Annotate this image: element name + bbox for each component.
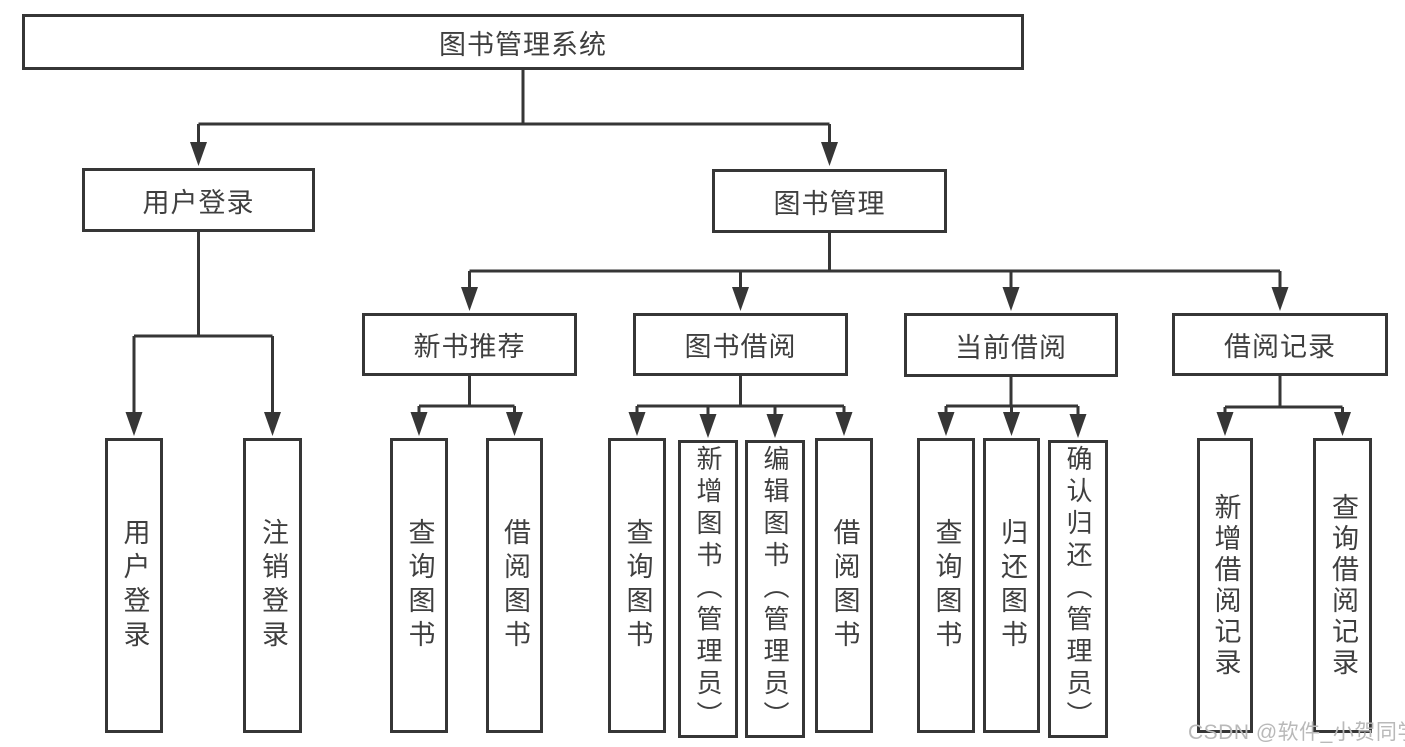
leaf-add-books-admin: 新增图书（管理员）: [678, 440, 738, 738]
node-book-management: 图书管理: [712, 169, 947, 233]
node-current-borrow: 当前借阅: [904, 313, 1118, 377]
leaf-borrow-query-books-label: 查询图书: [622, 517, 653, 654]
leaf-query-borrow-record: 查询借阅记录: [1313, 438, 1372, 733]
node-new-book-recommend: 新书推荐: [362, 313, 577, 376]
leaf-borrow-query-books: 查询图书: [608, 438, 666, 733]
leaf-borrow-books: 借阅图书: [815, 438, 873, 733]
leaf-logout: 注销登录: [243, 438, 302, 733]
leaf-add-borrow-record-label: 新增借阅记录: [1210, 492, 1241, 679]
watermark-text: CSDN @软件_小贺同学: [1188, 721, 1405, 744]
leaf-add-books-admin-label: 新增图书（管理员）: [693, 445, 723, 733]
leaf-edit-books-admin-label: 编辑图书（管理员）: [760, 445, 790, 733]
node-borrow-records: 借阅记录: [1172, 313, 1388, 376]
leaf-edit-books-admin: 编辑图书（管理员）: [745, 440, 805, 738]
leaf-confirm-return-admin: 确认归还（管理员）: [1048, 440, 1108, 738]
leaf-current-query-books: 查询图书: [917, 438, 975, 733]
node-book-borrow: 图书借阅: [633, 313, 848, 376]
node-root: 图书管理系统: [22, 14, 1024, 70]
leaf-user-login-label: 用户登录: [119, 517, 150, 654]
leaf-recommend-query-books-label: 查询图书: [404, 517, 435, 654]
leaf-confirm-return-admin-label: 确认归还（管理员）: [1063, 445, 1093, 733]
leaf-return-books: 归还图书: [983, 438, 1040, 733]
leaf-recommend-borrow-books-label: 借阅图书: [500, 517, 530, 654]
leaf-query-borrow-record-label: 查询借阅记录: [1328, 492, 1358, 679]
leaf-add-borrow-record: 新增借阅记录: [1197, 438, 1253, 733]
leaf-borrow-books-label: 借阅图书: [829, 517, 860, 654]
leaf-return-books-label: 归还图书: [997, 517, 1027, 654]
leaf-user-login: 用户登录: [105, 438, 163, 733]
node-user-login: 用户登录: [82, 168, 315, 232]
leaf-logout-label: 注销登录: [258, 517, 288, 654]
leaf-recommend-query-books: 查询图书: [390, 438, 448, 733]
leaf-recommend-borrow-books: 借阅图书: [486, 438, 543, 733]
leaf-current-query-books-label: 查询图书: [931, 517, 962, 654]
